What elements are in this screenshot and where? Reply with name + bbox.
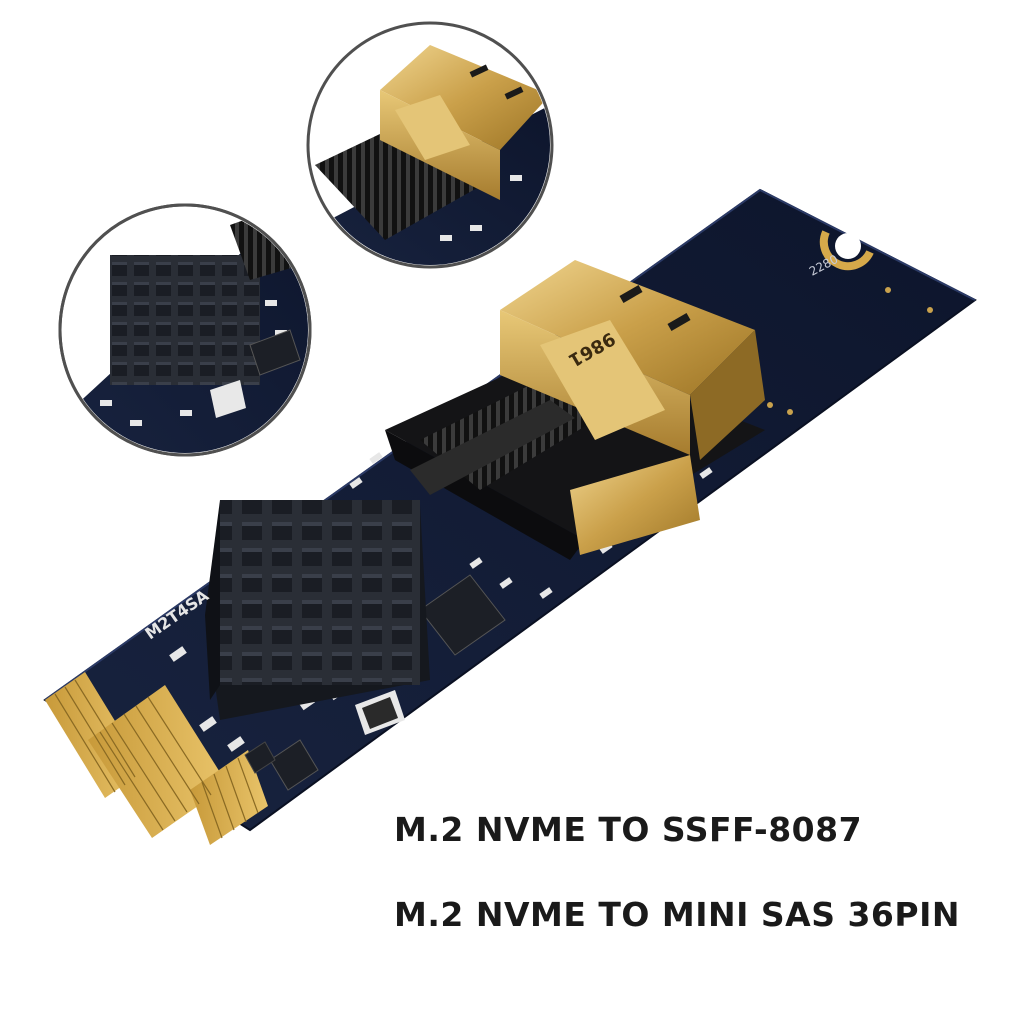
heatsink [205,500,430,720]
ic-chips [244,574,506,791]
caption-ssff-8087: M.2 NVME TO SSFF-8087 [394,810,863,849]
connector-zoom-inset [306,21,554,269]
edge-connector-fingers [45,672,268,845]
sff-8087-connector [385,260,765,560]
caption-mini-sas-36pin: M.2 NVME TO MINI SAS 36PIN [394,895,960,934]
heatsink-zoom-inset [58,203,312,457]
